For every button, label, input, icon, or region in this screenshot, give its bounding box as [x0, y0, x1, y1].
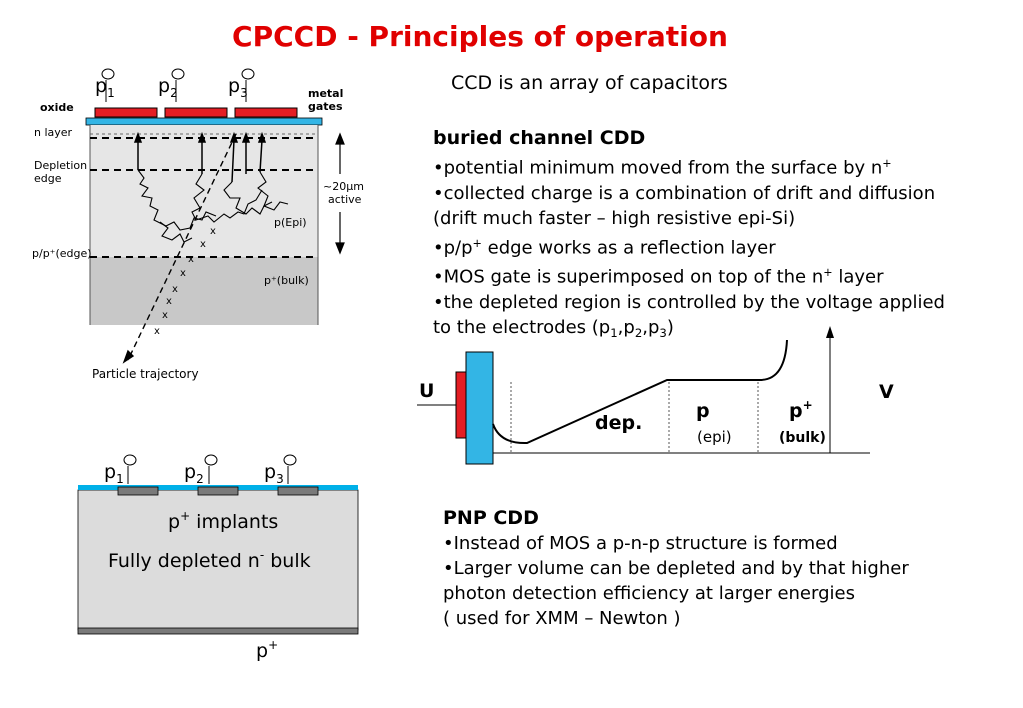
buried-heading: buried channel CDD [433, 127, 646, 149]
svg-text:x: x [162, 310, 168, 321]
dep-label: dep. [595, 412, 642, 434]
potential-oxide [465, 351, 494, 465]
svg-text:x: x [200, 239, 206, 250]
pnp-gate-p3: p3 [264, 461, 284, 486]
pnp-text: PNP CDD •Instead of MOS a p-n-p structur… [443, 506, 983, 631]
buried-channel-text: buried channel CDD •potential minimum mo… [433, 126, 993, 346]
svg-text:x: x [166, 296, 172, 307]
bulk-region [90, 257, 318, 325]
svg-text:x: x [210, 226, 216, 237]
pnp-bullet-2b: photon detection efficiency at larger en… [443, 583, 855, 604]
svg-text:x: x [180, 268, 186, 279]
svg-text:x: x [154, 326, 160, 337]
p-plus-label: p+ [789, 398, 813, 422]
buried-channel-diagram: p1 p2 p3 oxide metal gates n layer Deple… [32, 68, 364, 381]
v-label: V [879, 381, 894, 403]
oxide-label: oxide [40, 101, 74, 114]
pnp-gate-p2: p2 [184, 461, 204, 486]
pnp-gate-p1: p1 [104, 461, 124, 486]
pnp-implants [117, 486, 319, 496]
gate-label-p1: p1 [95, 75, 115, 100]
svg-text:x: x [172, 284, 178, 295]
depletion-label: Depletion [34, 159, 87, 172]
buried-bullet-2: •collected charge is a combination of dr… [433, 182, 936, 204]
svg-text:x: x [188, 254, 194, 265]
drift-arrows [133, 131, 267, 183]
particle-trajectory [122, 133, 237, 364]
epi-label: (epi) [697, 428, 732, 446]
pp-edge-label: p/p⁺(edge) [32, 247, 92, 260]
u-label: U [419, 380, 434, 402]
ionization-marks: xxx xxx xx [154, 226, 216, 337]
pnp-bottom-label: p+ [256, 638, 278, 662]
pnp-bottom-layer [77, 627, 359, 635]
gate-pins [101, 68, 255, 102]
metal-gates [94, 107, 298, 118]
buried-bullet-4: •MOS gate is superimposed on top of the … [433, 266, 884, 289]
buried-bullet-5: •the depleted region is controlled by th… [433, 292, 945, 314]
buried-bullet-3: •p/p+ edge works as a reflection layer [433, 236, 776, 259]
gates-label: gates [308, 100, 343, 113]
bulk-label: (bulk) [779, 430, 826, 446]
page-title: CPCCD - Principles of operation [232, 20, 728, 53]
pnp-bullet-2: •Larger volume can be depleted and by th… [443, 558, 909, 579]
buried-bullet-1: •potential minimum moved from the surfac… [433, 157, 892, 179]
pepi-label: p(Epi) [274, 216, 307, 229]
bulk-depleted-label: Fully depleted n- bulk [108, 548, 311, 572]
pnp-bullet-1: •Instead of MOS a p-n-p structure is for… [443, 533, 838, 554]
active-size-label: ~20μm [323, 180, 364, 193]
edge-label: edge [34, 172, 62, 185]
oxide-layer [85, 117, 323, 126]
particle-label: Particle trajectory [92, 367, 199, 381]
n-layer-label: n layer [34, 126, 73, 139]
pnp-bulk [77, 489, 359, 631]
pnp-diagram: p1 p2 p3 p+ implants Fully depleted n- b… [77, 454, 359, 662]
metal-label: metal [308, 87, 343, 100]
pnp-bullet-3: ( used for XMM – Newton ) [443, 608, 681, 629]
intro-text: CCD is an array of capacitors [451, 72, 728, 94]
buried-bullet-2b: (drift much faster – high resistive epi-… [433, 207, 796, 229]
potential-diagram: U V dep. p (epi) p+ (bulk) [417, 326, 894, 465]
active-label: active [328, 193, 362, 206]
buried-bullet-6: to the electrodes (p1,p2,p3) [433, 317, 674, 341]
p-bulk-label: p⁺(bulk) [264, 274, 309, 287]
potential-gate [455, 371, 467, 439]
potential-curve [492, 339, 788, 445]
diffusion-paths [137, 169, 289, 243]
epi-region [90, 125, 318, 257]
p-epi-label: p [696, 400, 710, 422]
pnp-heading: PNP CDD [443, 507, 539, 529]
